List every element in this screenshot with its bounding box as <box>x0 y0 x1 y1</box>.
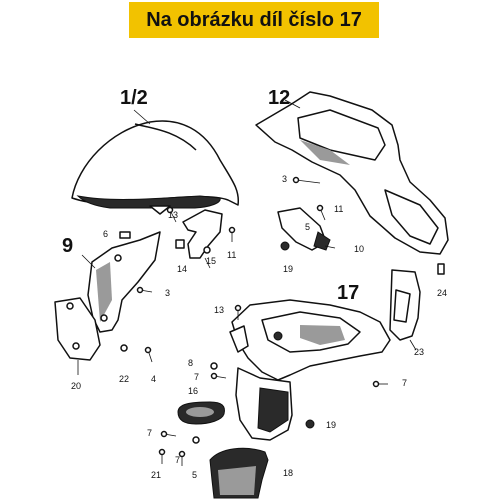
callout-16: 16 <box>188 386 198 396</box>
callout-7b: 7 <box>402 378 407 388</box>
title-banner: Na obrázku díl číslo 17 <box>129 2 379 38</box>
part-9-side-panel <box>81 231 161 333</box>
callout-24: 24 <box>437 288 447 298</box>
banner-text: Na obrázku díl číslo 17 <box>146 8 362 31</box>
callout-19b: 19 <box>326 420 336 430</box>
callout-11b: 11 <box>227 250 236 260</box>
part-20-bracket-plate <box>54 297 101 375</box>
callout-15: 15 <box>206 256 216 266</box>
callout-13b: 13 <box>214 305 224 315</box>
part-1-2-front-fender <box>71 109 240 215</box>
callout-7c: 7 <box>147 428 152 438</box>
fasteners <box>119 176 445 466</box>
callout-5: 5 <box>305 222 310 232</box>
part-10-plate <box>277 207 336 251</box>
screw-icon <box>292 176 321 184</box>
callout-6: 6 <box>103 229 108 239</box>
nut-icon <box>273 331 283 341</box>
callout-20: 20 <box>71 381 81 391</box>
screw-icon <box>178 450 186 466</box>
callout-main-9: 9 <box>62 235 73 257</box>
washer-icon <box>120 344 128 352</box>
screw-icon <box>144 346 153 363</box>
callout-13: 13 <box>168 210 178 220</box>
part-17-rear-fender <box>229 299 391 441</box>
part-18-mud-flap <box>209 447 269 499</box>
screw-icon <box>316 204 326 221</box>
nut-icon <box>305 419 315 429</box>
callout-5b: 5 <box>192 470 197 480</box>
screw-icon <box>234 304 242 320</box>
callout-23: 23 <box>414 347 424 357</box>
screw-icon <box>136 286 153 294</box>
callout-main-12: 12 <box>268 87 290 109</box>
callout-7d: 7 <box>175 455 180 465</box>
callout-main-17: 17 <box>337 282 359 304</box>
callout-3: 3 <box>282 174 287 184</box>
part-23-cover <box>389 269 421 351</box>
callout-3b: 3 <box>165 288 170 298</box>
screw-icon <box>372 380 388 388</box>
screw-icon <box>160 430 177 438</box>
clip-icon <box>437 263 445 275</box>
callout-14: 14 <box>177 264 187 274</box>
part-16-reflector <box>177 401 225 425</box>
callout-19: 19 <box>283 264 293 274</box>
part-12-inner-cover <box>255 91 449 255</box>
callout-11: 11 <box>334 204 343 214</box>
callout-4: 4 <box>151 374 156 384</box>
screw-icon <box>158 448 166 464</box>
callout-10: 10 <box>354 244 364 254</box>
washer-icon <box>210 362 218 370</box>
washer-icon <box>192 436 200 444</box>
screw-icon <box>210 372 227 380</box>
nut-icon <box>280 241 290 251</box>
nut-icon <box>175 239 185 249</box>
callout-22: 22 <box>119 374 129 384</box>
screw-icon <box>228 226 236 242</box>
clip-icon <box>119 231 131 239</box>
part-15-bracket <box>182 209 223 269</box>
callout-main-1-2: 1/2 <box>120 87 148 109</box>
callout-8: 8 <box>188 358 193 368</box>
callout-18: 18 <box>283 468 293 478</box>
callout-7: 7 <box>194 372 199 382</box>
callout-21: 21 <box>151 470 161 480</box>
screw-icon <box>166 206 177 223</box>
